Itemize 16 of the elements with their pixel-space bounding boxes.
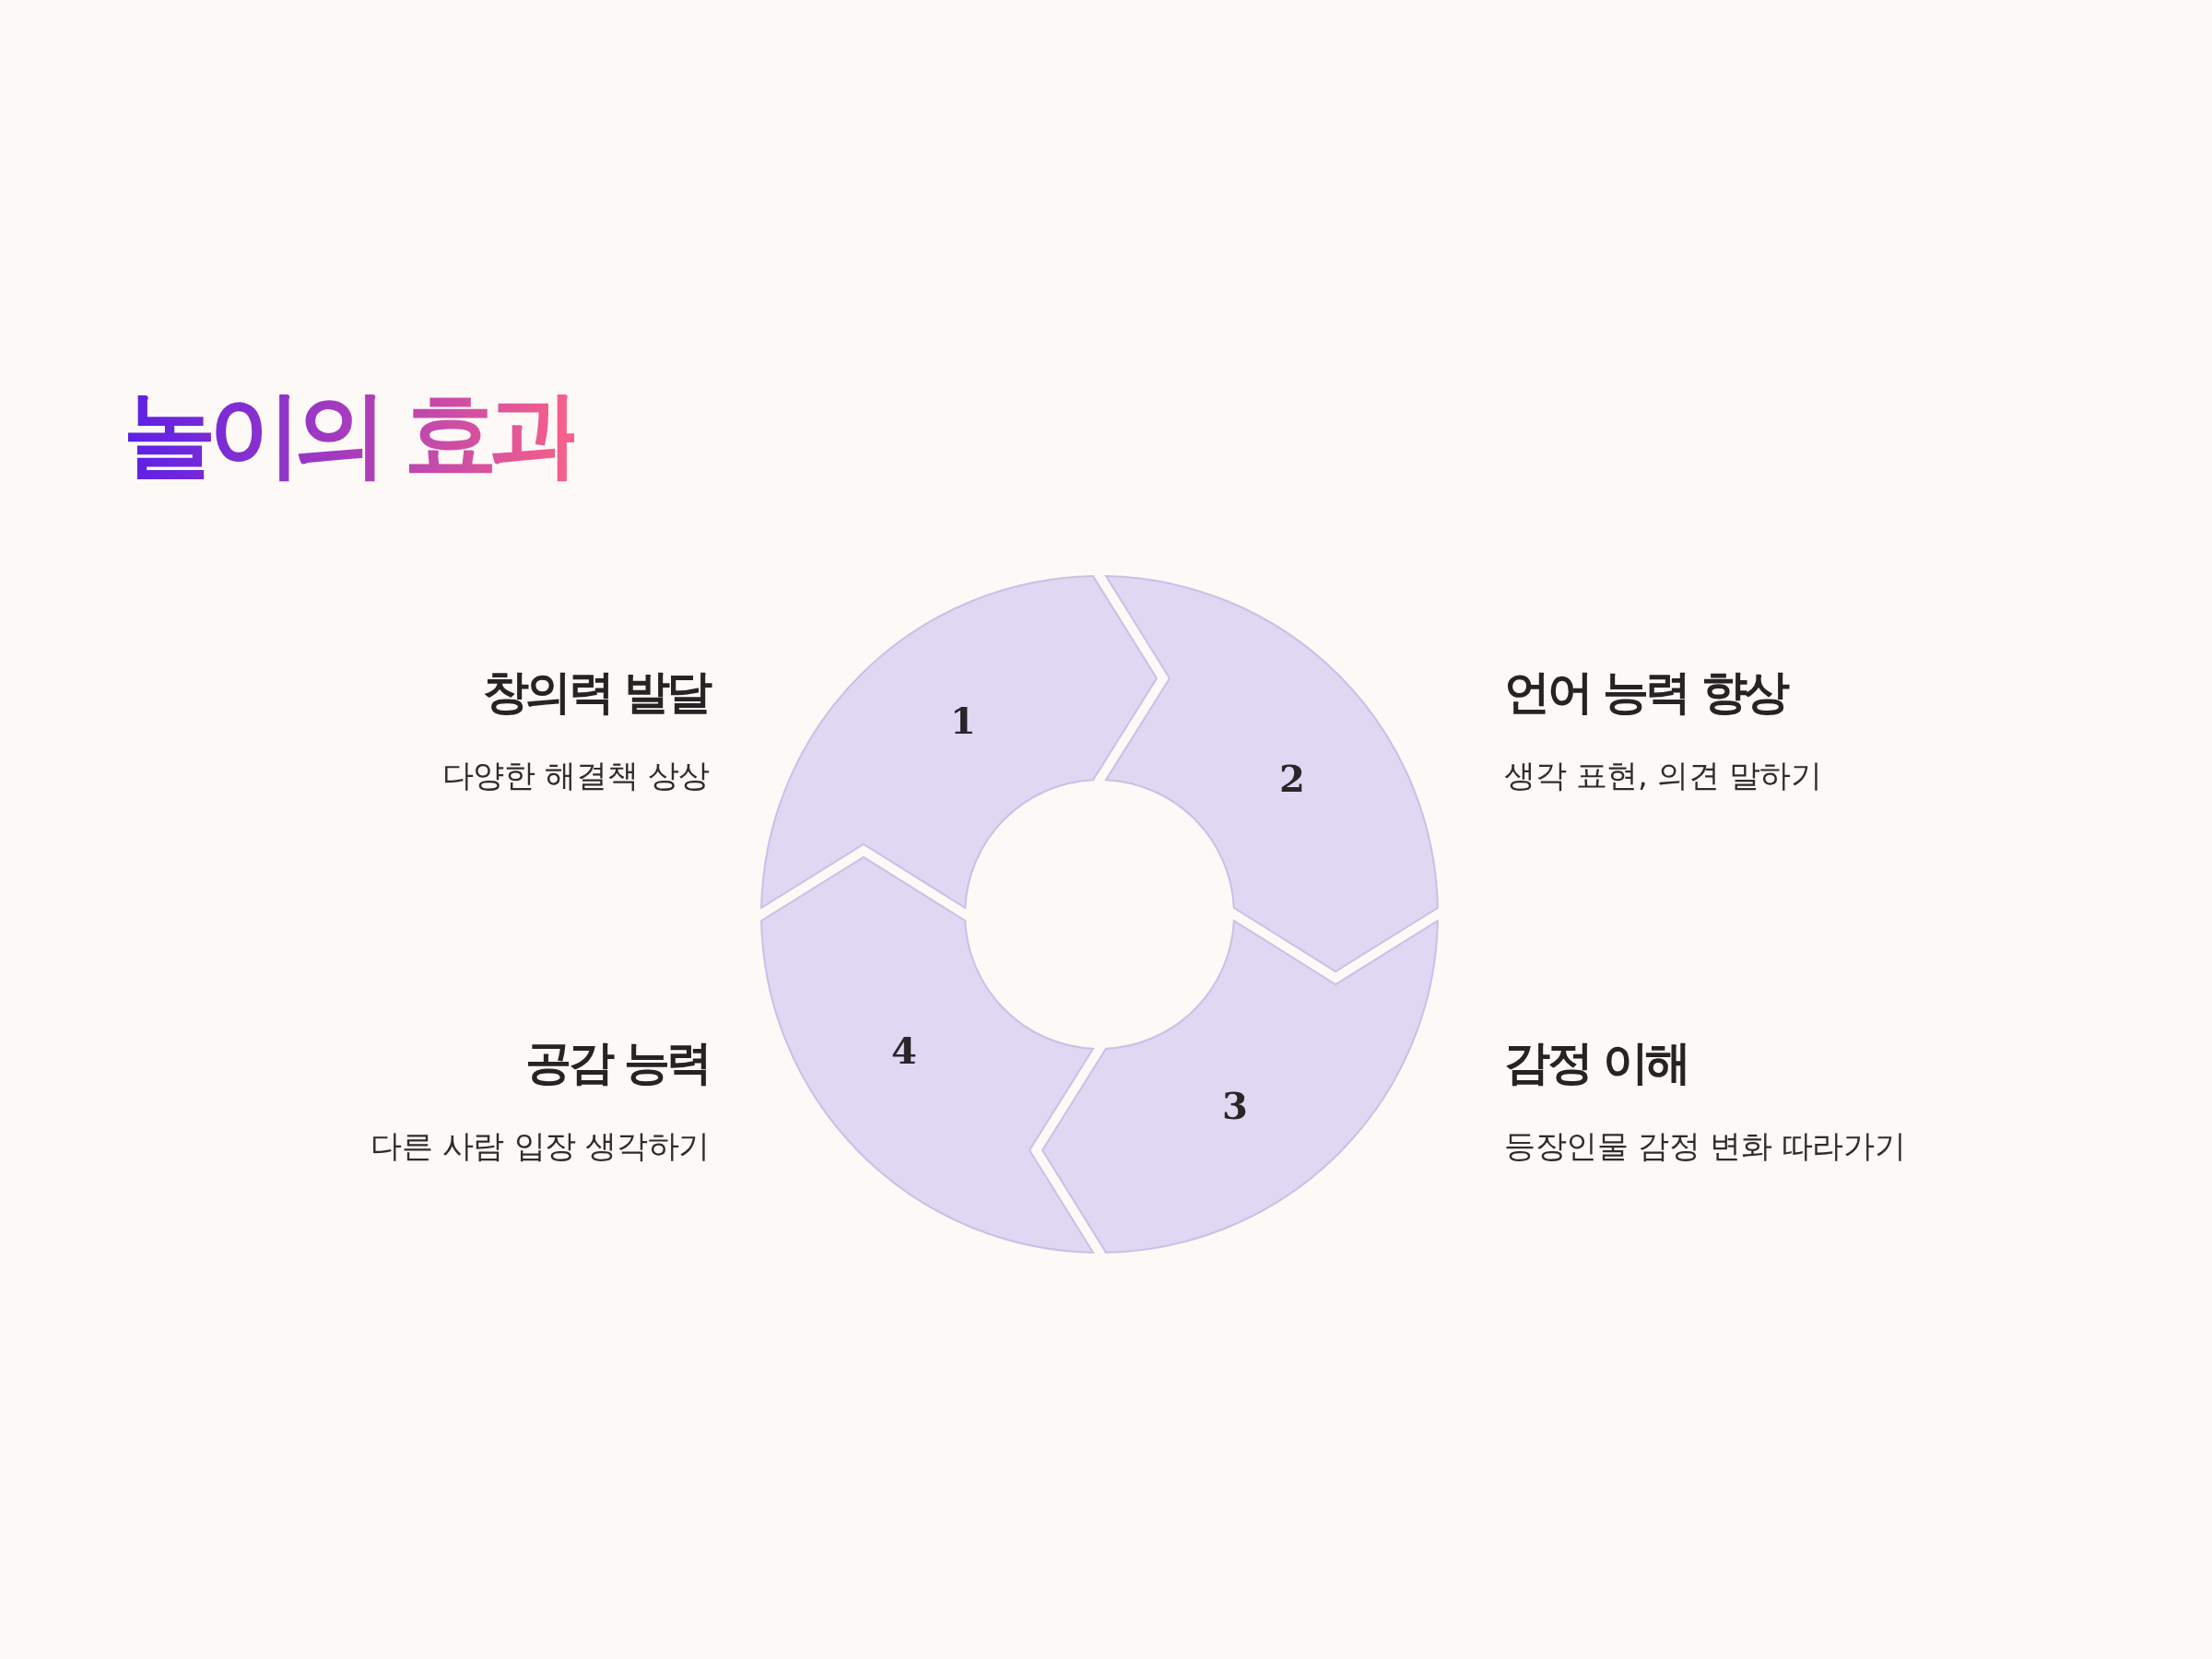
step-title: 창의력 발달	[482, 665, 710, 720]
arrow-segment	[760, 575, 1158, 910]
step-description: 다양한 해결책 상상	[441, 757, 710, 794]
arrow-segment	[1104, 575, 1439, 972]
step-description: 생각 표현, 의견 말하기	[1504, 757, 1822, 794]
step-number: 2	[1279, 759, 1305, 799]
step-number: 3	[1222, 1086, 1248, 1126]
step-description: 등장인물 감정 변화 따라가기	[1504, 1127, 1906, 1165]
step-number: 1	[950, 700, 976, 741]
step-description: 다른 사람 입장 생각하기	[371, 1127, 710, 1165]
step-number: 4	[891, 1030, 917, 1071]
arrow-segment	[760, 856, 1095, 1253]
arrow-segment	[1041, 919, 1439, 1253]
step-title: 언어 능력 향상	[1504, 665, 1787, 720]
step-title: 공감 능력	[525, 1035, 710, 1090]
step-title: 감정 이해	[1504, 1035, 1688, 1090]
